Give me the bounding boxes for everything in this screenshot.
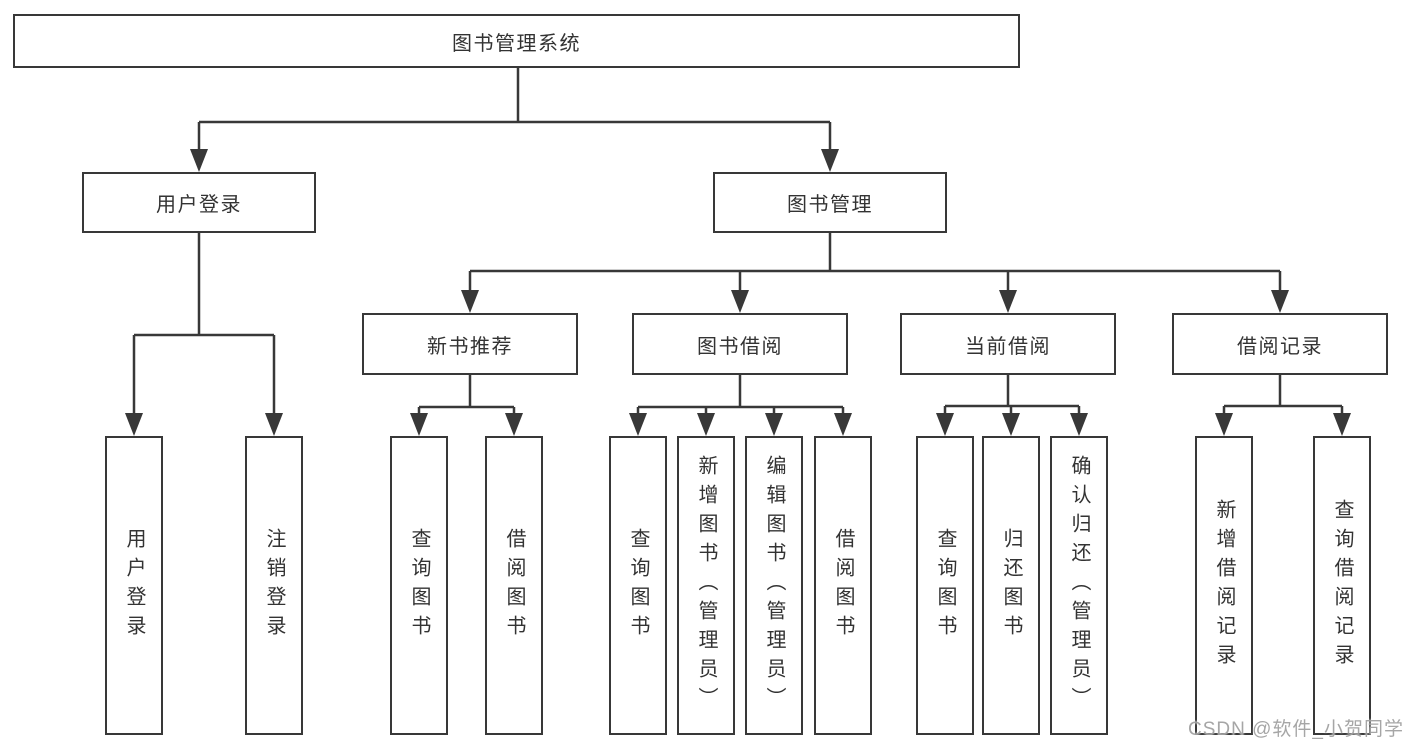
arrow-down-icon: [1333, 413, 1351, 436]
arrow-down-icon: [505, 413, 523, 436]
arrow-down-icon: [999, 290, 1017, 313]
leaf-borrow-books-recommend-label: 借阅图书: [503, 527, 525, 644]
leaf-query-books-current-label: 查询图书: [934, 527, 956, 644]
leaf-query-books-recommend-label: 查询图书: [408, 527, 430, 644]
leaf-confirm-return-admin-label: 确认归还（管理员）: [1068, 455, 1090, 716]
leaf-borrow-books-borrowing-label: 借阅图书: [832, 527, 854, 644]
leaf-logout: 注销登录: [245, 436, 303, 735]
arrow-down-icon: [1002, 413, 1020, 436]
node-current-borrowing: 当前借阅: [900, 313, 1116, 375]
leaf-query-books-borrowing-label: 查询图书: [627, 527, 649, 644]
leaf-query-borrow-record: 查询借阅记录: [1313, 436, 1371, 735]
leaf-add-book-admin-label: 新增图书（管理员）: [695, 455, 717, 716]
arrow-down-icon: [936, 413, 954, 436]
arrow-down-icon: [765, 413, 783, 436]
leaf-query-books-current: 查询图书: [916, 436, 974, 735]
leaf-add-borrow-record-label: 新增借阅记录: [1213, 498, 1235, 673]
tree-edges: [132, 66, 1344, 417]
leaf-user-login: 用户登录: [105, 436, 163, 735]
leaf-return-book: 归还图书: [982, 436, 1040, 735]
node-user-login-label: 用户登录: [156, 194, 242, 216]
watermark: CSDN @软件_小贺同学: [1188, 719, 1404, 740]
arrow-down-icon: [265, 413, 283, 436]
node-book-management: 图书管理: [713, 172, 947, 233]
leaf-user-login-label: 用户登录: [123, 527, 145, 644]
arrow-icons: [125, 149, 1351, 436]
arrow-down-icon: [821, 149, 839, 172]
arrow-down-icon: [1215, 413, 1233, 436]
arrow-down-icon: [1271, 290, 1289, 313]
node-book-borrowing: 图书借阅: [632, 313, 848, 375]
leaf-return-book-label: 归还图书: [1000, 527, 1022, 644]
leaf-edit-book-admin: 编辑图书（管理员）: [745, 436, 803, 735]
arrow-down-icon: [410, 413, 428, 436]
arrow-down-icon: [697, 413, 715, 436]
leaf-edit-book-admin-label: 编辑图书（管理员）: [763, 455, 785, 716]
leaf-borrow-books-borrowing: 借阅图书: [814, 436, 872, 735]
leaf-confirm-return-admin: 确认归还（管理员）: [1050, 436, 1108, 735]
leaf-query-borrow-record-label: 查询借阅记录: [1331, 498, 1353, 673]
node-book-borrowing-label: 图书借阅: [697, 335, 783, 358]
node-book-management-label: 图书管理: [787, 194, 873, 216]
arrow-down-icon: [190, 149, 208, 172]
leaf-query-books-recommend: 查询图书: [390, 436, 448, 735]
arrow-down-icon: [731, 290, 749, 313]
leaf-add-book-admin: 新增图书（管理员）: [677, 436, 735, 735]
node-root-label: 图书管理系统: [452, 32, 581, 55]
node-new-book-recommend-label: 新书推荐: [427, 335, 513, 358]
node-new-book-recommend: 新书推荐: [362, 313, 578, 375]
leaf-logout-label: 注销登录: [263, 527, 285, 644]
node-borrowing-records-label: 借阅记录: [1237, 335, 1323, 358]
leaf-add-borrow-record: 新增借阅记录: [1195, 436, 1253, 735]
arrow-down-icon: [461, 290, 479, 313]
arrow-down-icon: [1070, 413, 1088, 436]
arrow-down-icon: [834, 413, 852, 436]
node-root: 图书管理系统: [13, 14, 1020, 68]
leaf-query-books-borrowing: 查询图书: [609, 436, 667, 735]
arrow-down-icon: [629, 413, 647, 436]
arrow-down-icon: [125, 413, 143, 436]
node-borrowing-records: 借阅记录: [1172, 313, 1388, 375]
node-current-borrowing-label: 当前借阅: [965, 335, 1051, 358]
node-user-login: 用户登录: [82, 172, 316, 233]
leaf-borrow-books-recommend: 借阅图书: [485, 436, 543, 735]
